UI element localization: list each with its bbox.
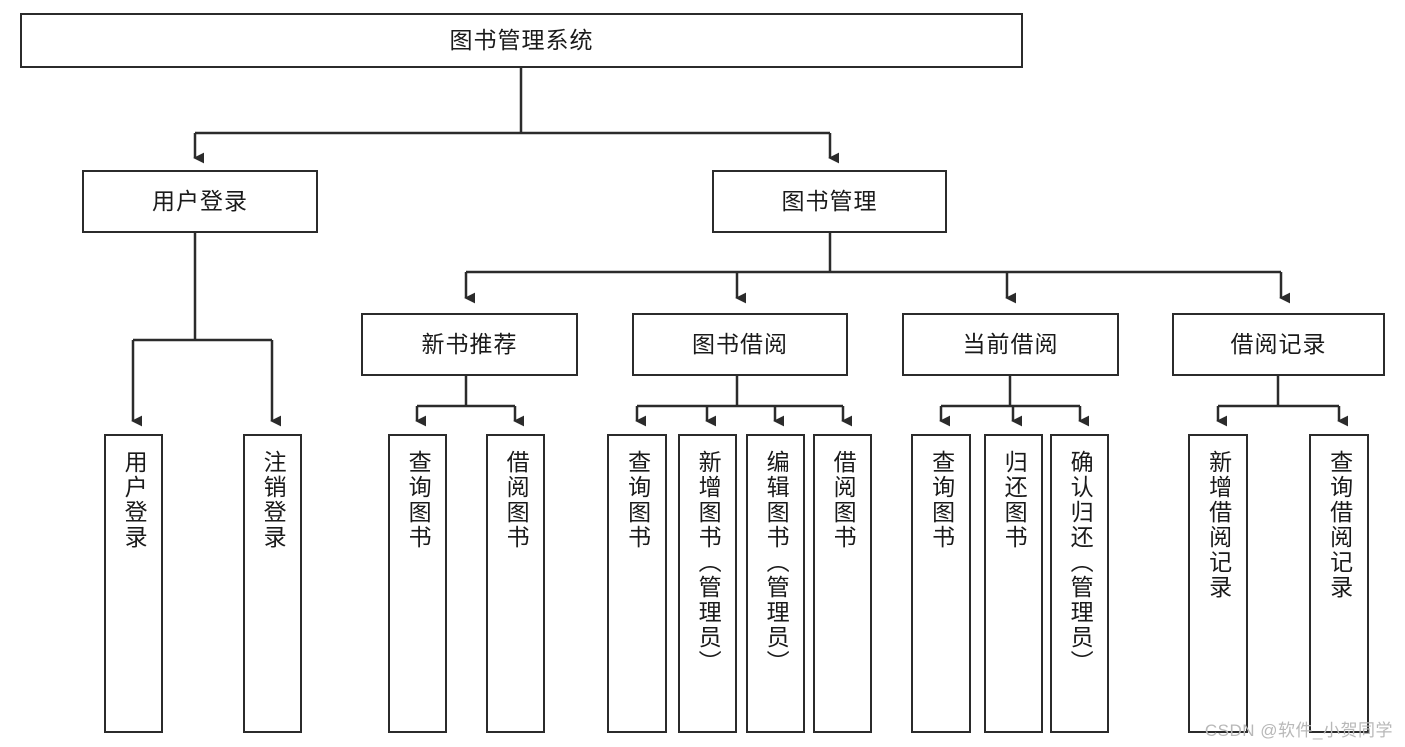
leaf-borrow-book-recommend[interactable]: 借阅图书 [486, 434, 545, 733]
leaf-add-borrow-record-label: 新增借阅记录 [1205, 450, 1232, 600]
node-root[interactable]: 图书管理系统 [20, 13, 1023, 68]
leaf-query-borrow-record[interactable]: 查询借阅记录 [1309, 434, 1369, 733]
leaf-add-book-admin[interactable]: 新增图书（管理员） [678, 434, 737, 733]
node-user-login[interactable]: 用户登录 [82, 170, 318, 233]
node-current-borrow-label: 当前借阅 [962, 330, 1059, 357]
node-root-label: 图书管理系统 [449, 26, 594, 53]
node-book-borrow-label: 图书借阅 [692, 330, 788, 357]
leaf-query-book-recommend-label: 查询图书 [405, 450, 432, 550]
leaf-user-login[interactable]: 用户登录 [104, 434, 163, 733]
leaf-query-borrow-record-label: 查询借阅记录 [1326, 450, 1353, 600]
leaf-edit-book-admin[interactable]: 编辑图书（管理员） [746, 434, 805, 733]
leaf-borrow-book-recommend-label: 借阅图书 [503, 450, 530, 550]
node-book-management[interactable]: 图书管理 [712, 170, 947, 233]
leaf-query-book-borrow-label: 查询图书 [624, 450, 651, 550]
leaf-add-book-admin-label: 新增图书（管理员） [695, 450, 722, 675]
leaf-query-book-current-label: 查询图书 [928, 450, 955, 550]
node-user-login-label: 用户登录 [152, 187, 248, 214]
leaf-return-book-label: 归还图书 [1001, 450, 1028, 550]
leaf-edit-book-admin-label: 编辑图书（管理员） [763, 450, 790, 675]
node-book-borrow[interactable]: 图书借阅 [632, 313, 848, 376]
leaf-query-book-recommend[interactable]: 查询图书 [388, 434, 447, 733]
leaf-borrow-book-label: 借阅图书 [830, 450, 857, 550]
node-borrow-record-label: 借阅记录 [1230, 330, 1327, 357]
leaf-logout-label: 注销登录 [260, 450, 287, 550]
leaf-return-book[interactable]: 归还图书 [984, 434, 1043, 733]
leaf-query-book-borrow[interactable]: 查询图书 [607, 434, 667, 733]
leaf-confirm-return-admin-label: 确认归还（管理员） [1067, 450, 1094, 675]
leaf-add-borrow-record[interactable]: 新增借阅记录 [1188, 434, 1248, 733]
leaf-query-book-current[interactable]: 查询图书 [911, 434, 971, 733]
node-new-book-recommend[interactable]: 新书推荐 [361, 313, 578, 376]
leaf-borrow-book[interactable]: 借阅图书 [813, 434, 872, 733]
node-book-management-label: 图书管理 [781, 187, 878, 214]
leaf-user-login-label: 用户登录 [121, 450, 148, 550]
leaf-logout[interactable]: 注销登录 [243, 434, 302, 733]
leaf-confirm-return-admin[interactable]: 确认归还（管理员） [1050, 434, 1109, 733]
node-current-borrow[interactable]: 当前借阅 [902, 313, 1119, 376]
node-borrow-record[interactable]: 借阅记录 [1172, 313, 1385, 376]
node-new-book-recommend-label: 新书推荐 [421, 330, 518, 357]
